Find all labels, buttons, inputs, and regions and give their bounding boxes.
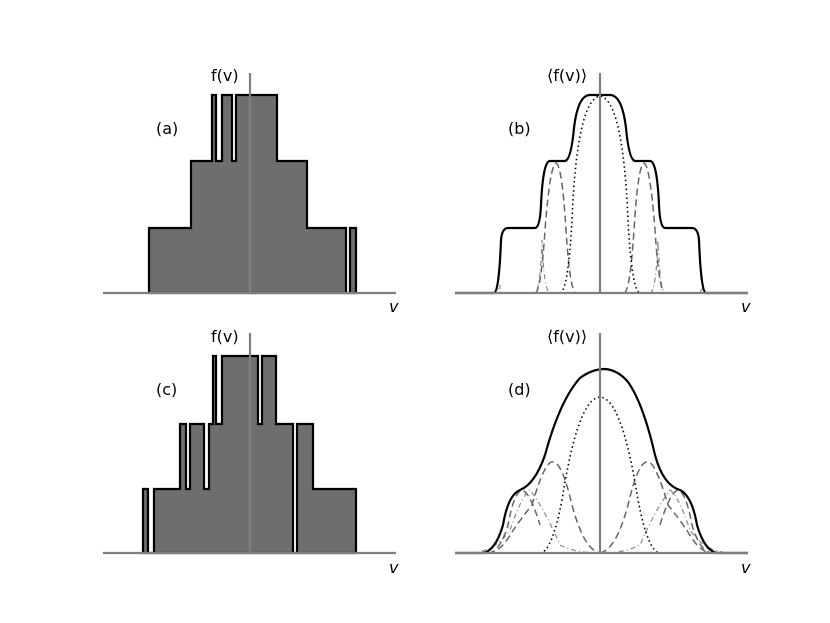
- component-curve-b-center: [559, 95, 641, 294]
- y-axis-label-c: f(v): [211, 327, 239, 346]
- component-curve-b-left: [534, 162, 577, 294]
- x-axis-label-b: v: [741, 297, 751, 316]
- envelope-curve-b: [455, 93, 748, 295]
- component-curve-d-outer: [487, 489, 713, 554]
- panel-d: (d) ⟨f(v)⟩ v: [455, 327, 751, 577]
- panel-label-d: (d): [508, 380, 531, 399]
- x-axis-label-a: v: [389, 297, 399, 316]
- component-curve-d-right: [599, 461, 713, 554]
- component-curve-b-right: [623, 162, 666, 294]
- x-axis-label-d: v: [741, 558, 751, 577]
- y-axis-label-b: ⟨f(v)⟩: [547, 66, 587, 85]
- histogram-a: [147, 93, 358, 295]
- panel-label-a: (a): [156, 119, 178, 138]
- panel-label-c: (c): [156, 380, 177, 399]
- panel-label-b: (b): [508, 119, 531, 138]
- component-curve-d-center: [539, 396, 661, 554]
- panel-c: (c) f(v) v: [103, 327, 399, 577]
- component-curve-d-left: [487, 461, 601, 554]
- panel-a: (a) f(v) v: [103, 66, 399, 316]
- panel-b: (b) ⟨f(v)⟩ v: [455, 66, 751, 316]
- x-axis-label-c: v: [389, 558, 399, 577]
- y-axis-label-d: ⟨f(v)⟩: [547, 327, 587, 346]
- envelope-curve-d: [455, 367, 748, 555]
- y-axis-label-a: f(v): [211, 66, 239, 85]
